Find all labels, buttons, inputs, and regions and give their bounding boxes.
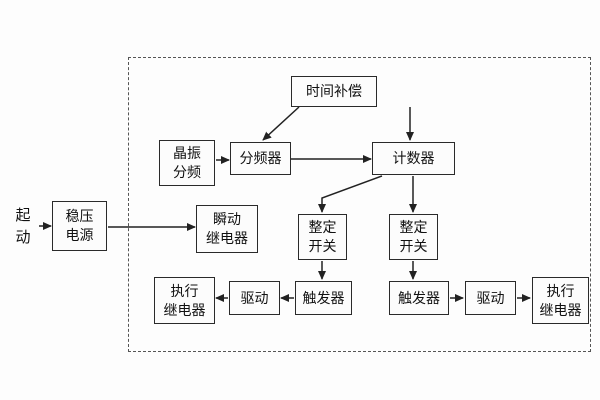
block-crystal-divider-line1: 晶振 [173, 145, 201, 162]
block-time-compensation: 时间补偿 [291, 76, 377, 107]
block-crystal-divider-line2: 分频 [173, 164, 201, 180]
block-setting-switch-right-line1: 整定 [399, 219, 428, 236]
block-trigger-right-label: 触发器 [398, 289, 440, 306]
start-label: 起 动 [5, 203, 41, 250]
block-exec-relay-right: 执行 继电器 [532, 277, 589, 324]
block-drive-right-label: 驱动 [476, 289, 505, 306]
block-instant-relay-line1: 瞬动 [213, 211, 241, 228]
block-setting-switch-right-line2: 开关 [399, 238, 428, 254]
block-time-compensation-label: 时间补偿 [306, 83, 362, 100]
block-setting-switch-right: 整定 开关 [389, 214, 438, 260]
block-drive-left: 驱动 [229, 281, 280, 315]
block-setting-switch-left-line2: 开关 [308, 238, 337, 254]
block-setting-switch-left: 整定 开关 [298, 214, 347, 260]
block-frequency-divider: 分频器 [230, 142, 291, 175]
block-drive-right: 驱动 [465, 281, 516, 315]
block-trigger-left-label: 触发器 [302, 289, 345, 306]
block-regulated-power-line2: 电源 [65, 227, 94, 243]
block-regulated-power-line1: 稳压 [65, 208, 94, 225]
block-exec-relay-left: 执行 继电器 [154, 277, 215, 324]
dashed-boundary-frame [128, 57, 591, 352]
block-instant-relay: 瞬动 继电器 [196, 205, 258, 253]
block-drive-left-label: 驱动 [240, 289, 269, 306]
block-counter: 计数器 [372, 142, 455, 175]
block-exec-relay-left-line2: 继电器 [163, 301, 206, 318]
block-regulated-power: 稳压 电源 [52, 201, 107, 251]
block-exec-relay-left-line1: 执行 [170, 282, 199, 299]
block-setting-switch-left-line1: 整定 [308, 219, 337, 236]
block-trigger-left: 触发器 [295, 281, 352, 315]
block-frequency-divider-label: 分频器 [239, 150, 282, 167]
block-exec-relay-right-line1: 执行 [546, 282, 575, 299]
start-label-line2: 动 [15, 228, 31, 246]
block-exec-relay-right-line2: 继电器 [539, 301, 582, 318]
start-label-line1: 起 [15, 206, 31, 224]
block-instant-relay-line2: 继电器 [206, 230, 248, 246]
block-counter-label: 计数器 [392, 150, 435, 167]
block-crystal-divider: 晶振 分频 [159, 140, 215, 186]
block-trigger-right: 触发器 [389, 281, 449, 315]
